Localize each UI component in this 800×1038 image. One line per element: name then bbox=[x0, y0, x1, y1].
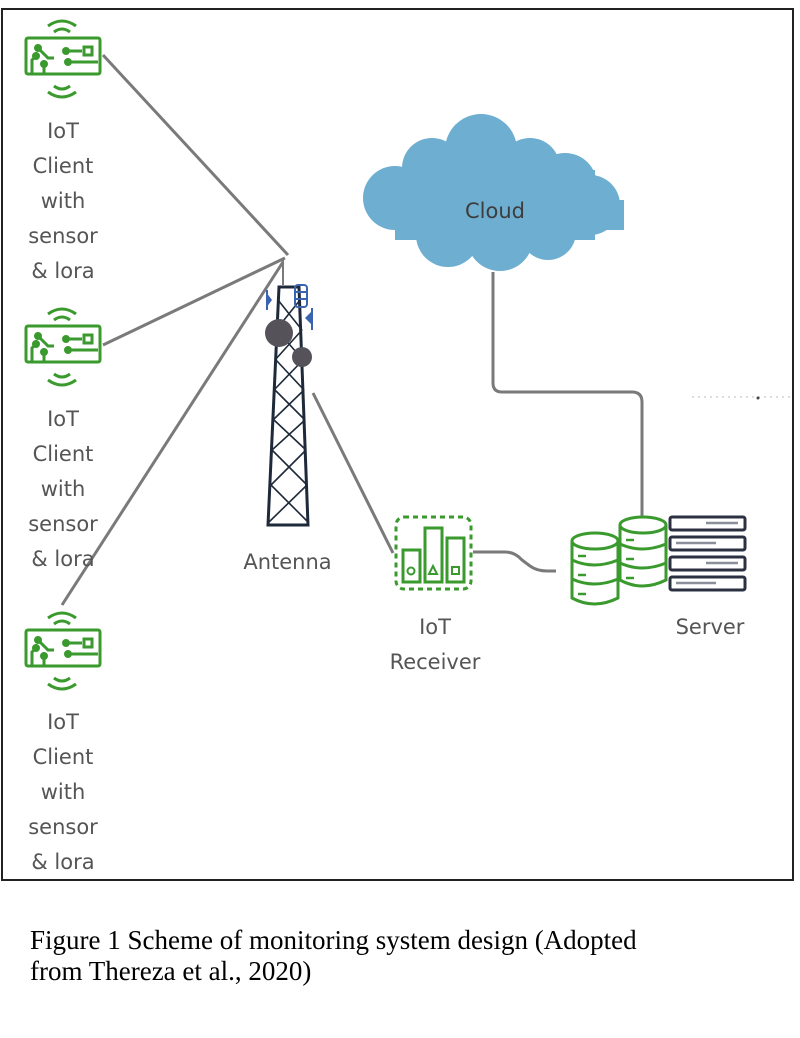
figure-frame bbox=[1, 8, 794, 881]
label-line: with bbox=[40, 189, 86, 213]
iot-client-icon bbox=[24, 19, 102, 99]
antenna-label: Antenna bbox=[243, 550, 332, 574]
connectors bbox=[60, 53, 644, 606]
figure-caption: Figure 1 Scheme of monitoring system des… bbox=[30, 925, 790, 987]
dish-large bbox=[265, 319, 293, 347]
label-line: Client bbox=[32, 442, 94, 466]
antenna-tower-icon bbox=[265, 284, 313, 527]
dot-mark bbox=[756, 396, 760, 400]
caption-line-1: Figure 1 Scheme of monitoring system des… bbox=[30, 925, 637, 955]
receiver-label: IoT Receiver bbox=[375, 610, 495, 680]
label-line: IoT bbox=[47, 710, 79, 734]
link-receiver-server bbox=[473, 550, 556, 573]
link-antenna-receiver bbox=[311, 392, 395, 554]
client-3-label: IoT Client with sensor & lora bbox=[18, 705, 108, 880]
label-line: IoT bbox=[419, 615, 451, 639]
server-label: Server bbox=[675, 615, 745, 639]
label-line: & lora bbox=[31, 547, 95, 571]
dish-small bbox=[292, 347, 312, 367]
iot-client-icon bbox=[24, 611, 102, 691]
label-line: IoT bbox=[47, 119, 79, 143]
caption-line-2: from Thereza et al., 2020) bbox=[30, 956, 312, 986]
server-rack-icon bbox=[668, 515, 747, 592]
label-line: with bbox=[40, 477, 86, 501]
label-line: Client bbox=[32, 745, 94, 769]
client-2-label: IoT Client with sensor & lora bbox=[18, 402, 108, 577]
diagram-canvas bbox=[24, 19, 792, 691]
iot-receiver-icon bbox=[394, 515, 473, 591]
label-line: sensor bbox=[28, 224, 98, 248]
link-cloud-server bbox=[491, 272, 644, 517]
label-line: IoT bbox=[47, 407, 79, 431]
database-icon bbox=[570, 515, 668, 606]
label-line: & lora bbox=[31, 850, 95, 874]
link-client3-antenna bbox=[60, 261, 285, 606]
link-client2-antenna bbox=[102, 256, 286, 347]
label-line: with bbox=[40, 780, 86, 804]
client-1-label: IoT Client with sensor & lora bbox=[18, 114, 108, 289]
label-line: sensor bbox=[28, 815, 98, 839]
label-line: & lora bbox=[31, 259, 95, 283]
link-client1-antenna bbox=[101, 53, 290, 257]
cloud-label: Cloud bbox=[465, 199, 525, 223]
iot-client-icon bbox=[24, 307, 102, 387]
cloud-icon bbox=[363, 114, 624, 271]
label-line: Receiver bbox=[389, 650, 481, 674]
label-line: sensor bbox=[28, 512, 98, 536]
label-line: Client bbox=[32, 154, 94, 178]
